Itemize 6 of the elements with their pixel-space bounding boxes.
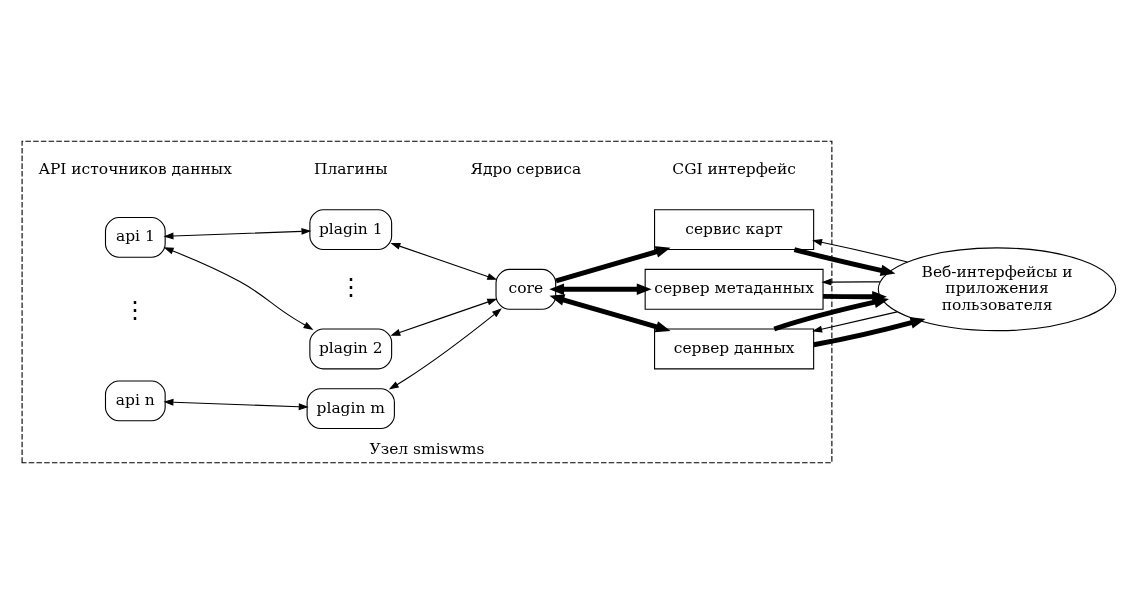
label: ⋮ — [123, 294, 148, 324]
label: Плагины — [313, 159, 388, 178]
label: Ядро сервиса — [470, 159, 582, 178]
label: ⋮ — [338, 271, 363, 301]
label: API источников данных — [38, 159, 232, 178]
label: CGI интерфейс — [672, 159, 796, 178]
